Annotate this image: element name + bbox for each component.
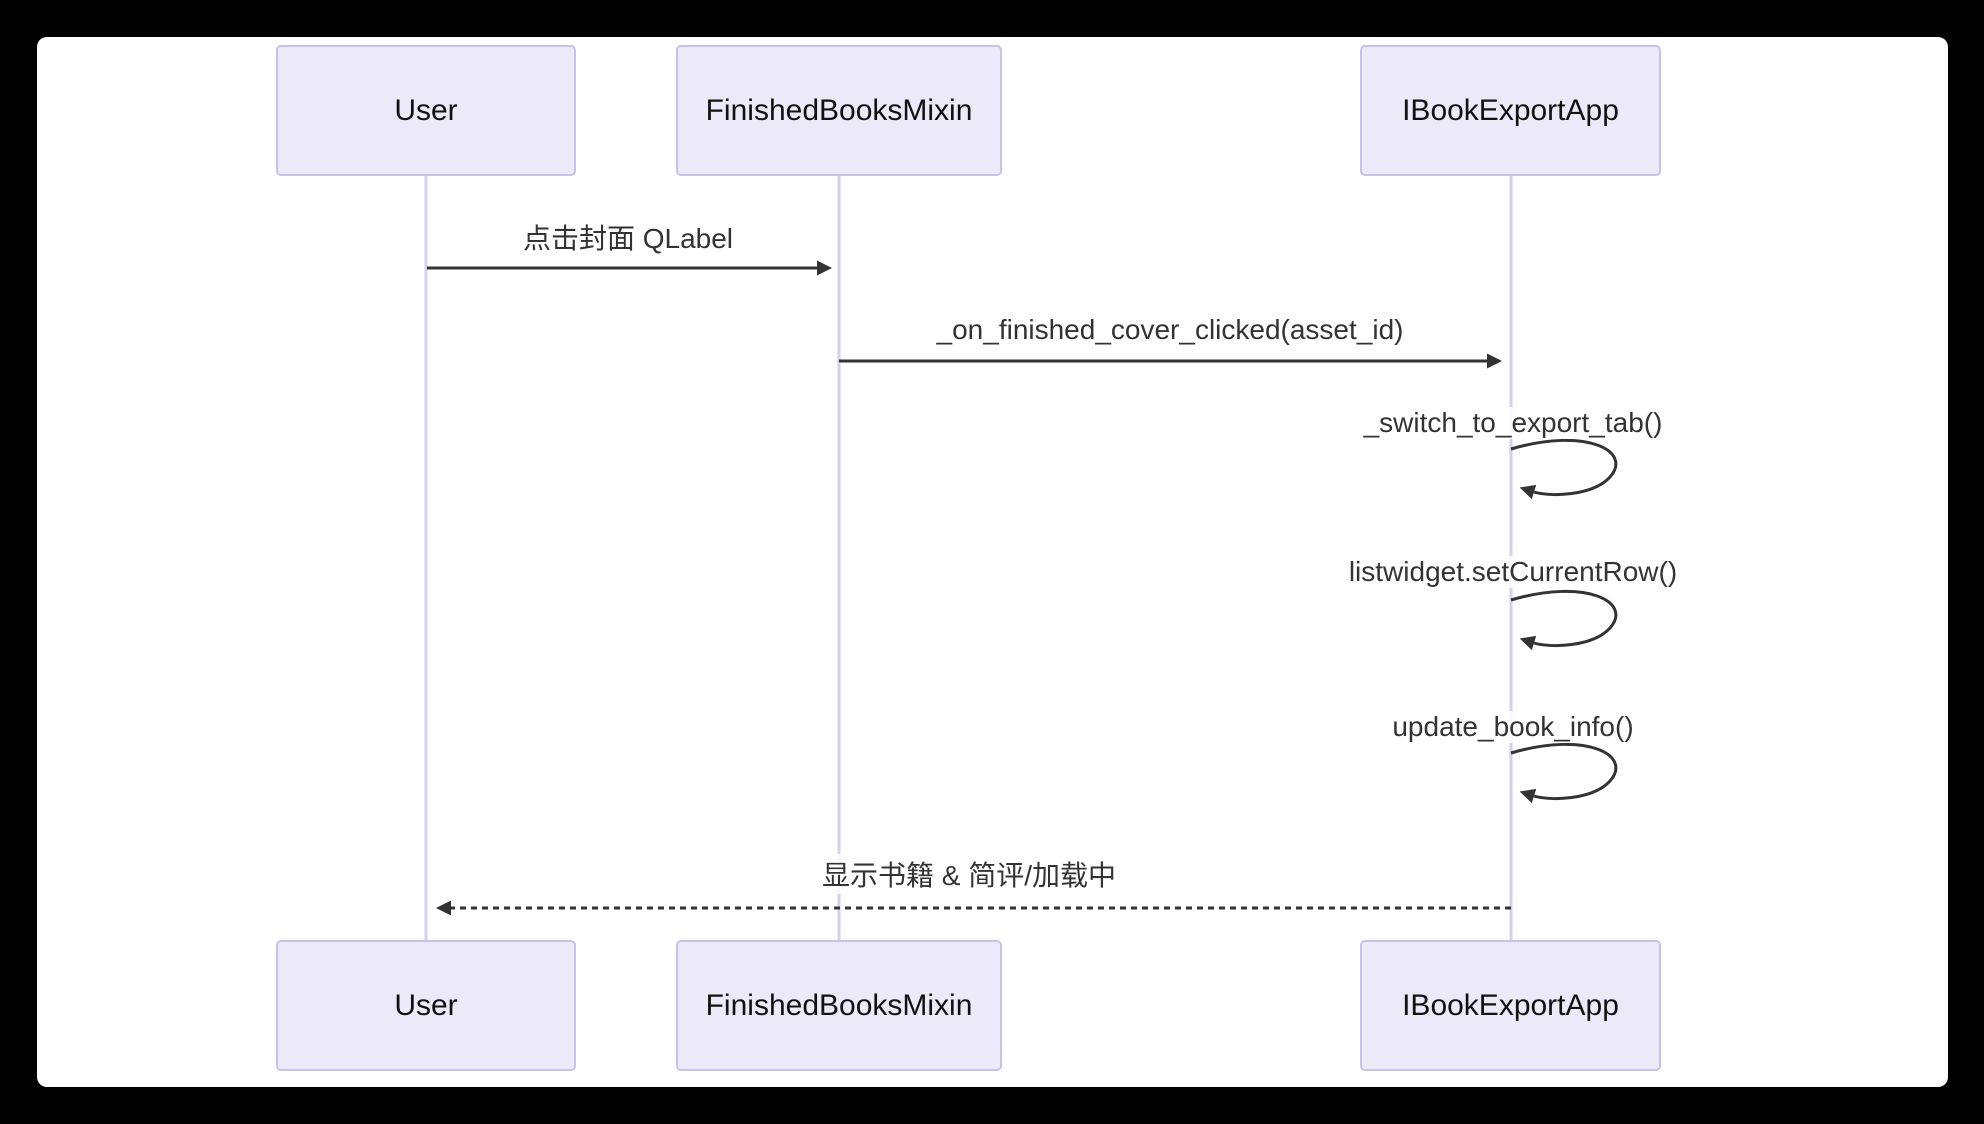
actor-label: User (394, 988, 458, 1022)
diagram-canvas: User FinishedBooksMixin IBookExportApp U… (37, 37, 1948, 1087)
actor-top-ibook-export-app: IBookExportApp (1360, 45, 1661, 176)
message-label-click-cover: 点击封面 QLabel (518, 217, 738, 257)
message-label-return-display: 显示书籍 & 简评/加载中 (817, 854, 1121, 894)
actor-top-finished-books-mixin: FinishedBooksMixin (676, 45, 1002, 176)
actor-bottom-finished-books-mixin: FinishedBooksMixin (676, 940, 1002, 1071)
message-label-switch-to-export-tab: _switch_to_export_tab() (1359, 407, 1667, 439)
self-loop-switch-to-export-tab (1510, 438, 1618, 500)
message-label-update-book-info: update_book_info() (1388, 711, 1638, 743)
actors-and-labels-layer: User FinishedBooksMixin IBookExportApp U… (37, 37, 1948, 1087)
actor-label: FinishedBooksMixin (705, 988, 973, 1022)
message-label-on-finished-cover-clicked: _on_finished_cover_clicked(asset_id) (932, 314, 1408, 346)
self-loop-setcurrentrow (1510, 589, 1618, 651)
actor-label: IBookExportApp (1402, 93, 1619, 127)
actor-label: FinishedBooksMixin (705, 93, 973, 127)
actor-label: IBookExportApp (1402, 988, 1619, 1022)
actor-bottom-user: User (276, 940, 576, 1071)
message-label-setcurrentrow: listwidget.setCurrentRow() (1344, 556, 1682, 588)
actor-label: User (394, 93, 458, 127)
actor-bottom-ibook-export-app: IBookExportApp (1360, 940, 1661, 1071)
actor-top-user: User (276, 45, 576, 176)
self-loop-update-book-info (1510, 742, 1618, 804)
